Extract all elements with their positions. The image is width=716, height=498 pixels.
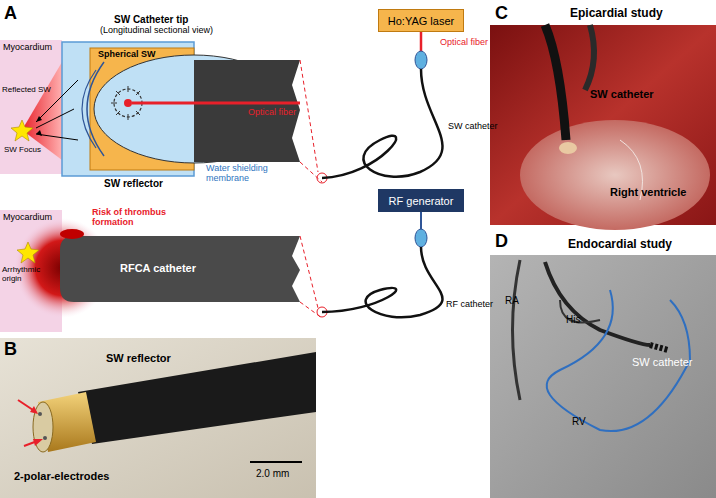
panel-title: Endocardial study xyxy=(568,238,672,251)
anatomy-label: RV xyxy=(572,416,586,427)
origin-label: Arrhythmic origin xyxy=(2,266,52,284)
risk-label: Risk of thrombus formation xyxy=(92,208,182,228)
tissue-label: Myocardium xyxy=(3,213,52,223)
anatomy-label: His xyxy=(566,314,580,325)
panel-letter: C xyxy=(495,4,508,24)
section-subtitle: (Longitudinal sectional view) xyxy=(100,26,213,36)
part-label: SW reflector xyxy=(106,352,171,364)
epicardial-photo xyxy=(490,25,716,230)
rfca-illustration xyxy=(0,210,442,332)
tissue-label: Myocardium xyxy=(3,43,52,53)
part-label: Water shielding membrane xyxy=(206,164,286,184)
catheter-photo xyxy=(0,338,316,498)
panel-title: Epicardial study xyxy=(570,7,663,20)
sw-tip-illustration xyxy=(0,32,442,183)
catheter-name: RFCA catheter xyxy=(120,262,196,274)
anatomy-label: RA xyxy=(505,295,519,306)
fiber-label: Optical fiber xyxy=(248,108,296,118)
fluoroscopy-image xyxy=(490,255,716,498)
part-label: 2-polar-electrodes xyxy=(14,470,109,482)
panel-letter: B xyxy=(4,340,17,360)
fiber-label: Optical fiber xyxy=(440,38,488,48)
anatomy-label: Right ventricle xyxy=(610,186,686,198)
generator-box: RF generator xyxy=(378,189,464,212)
catheter-label: RF catheter xyxy=(446,300,493,310)
focus-label: SW Focus xyxy=(4,146,41,155)
section-title: SW Catheter tip xyxy=(114,14,188,25)
panel-letter: D xyxy=(495,232,508,252)
scale-label: 2.0 mm xyxy=(256,468,289,479)
panel-letter: A xyxy=(4,4,17,24)
wave-label: Reflected SW xyxy=(2,86,51,95)
part-label: SW reflector xyxy=(104,178,163,189)
part-label: Spherical SW xyxy=(98,50,156,60)
box-text: Ho:YAG laser xyxy=(388,15,454,27)
catheter-label: SW catheter xyxy=(632,356,693,368)
box-text: RF generator xyxy=(389,195,454,207)
catheter-label: SW catheter xyxy=(448,122,498,132)
catheter-label: SW catheter xyxy=(590,88,654,100)
laser-box: Ho:YAG laser xyxy=(378,9,464,32)
